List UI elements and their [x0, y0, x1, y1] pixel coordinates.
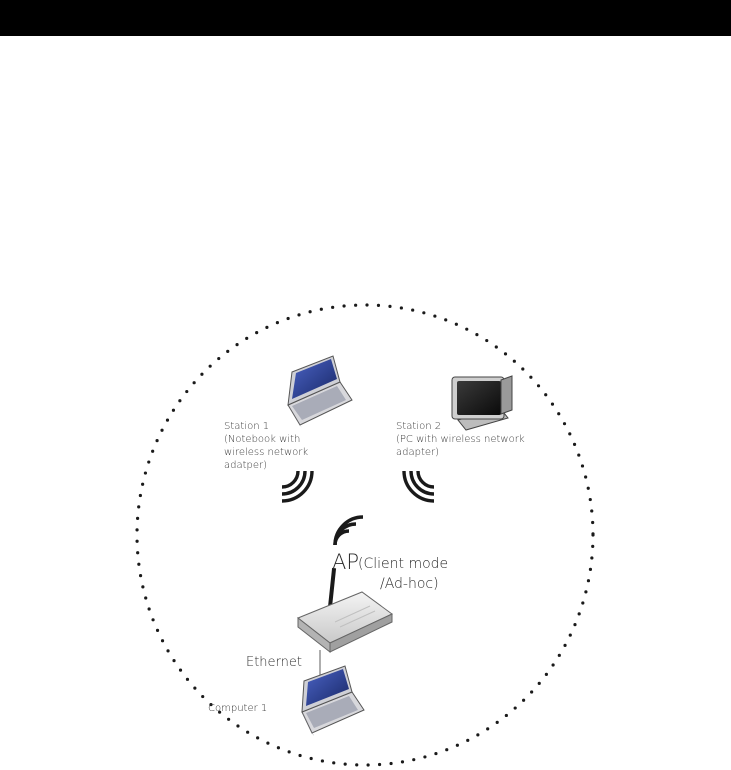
ethernet-label: Ethernet [246, 655, 302, 670]
ap-label: AP [332, 550, 359, 574]
station2-signal-icon [404, 471, 434, 501]
computer1-laptop-icon [302, 666, 364, 736]
ap-mode-line2: /Ad-hoc) [358, 574, 448, 594]
station1-label-line2: (Notebook with [224, 433, 308, 446]
station2-label: Station 2 (PC with wireless network adap… [396, 420, 525, 459]
coverage-boundary [137, 305, 593, 765]
computer1-label: Computer 1 [208, 703, 267, 714]
ap-mode-label: (Client mode /Ad-hoc) [358, 554, 448, 594]
station1-signal-icon [282, 471, 312, 501]
ap-signal-icon [335, 517, 363, 545]
station1-label-line4: adatper) [224, 459, 308, 472]
station1-label-line3: wireless network [224, 446, 308, 459]
station2-label-line3: adapter) [396, 446, 525, 459]
station1-laptop-icon [288, 356, 352, 428]
station1-label: Station 1 (Notebook with wireless networ… [224, 420, 308, 472]
station2-label-line2: (PC with wireless network [396, 433, 525, 446]
station1-label-line1: Station 1 [224, 420, 308, 433]
station2-label-line1: Station 2 [396, 420, 525, 433]
ap-mode-line1: (Client mode [358, 554, 448, 574]
